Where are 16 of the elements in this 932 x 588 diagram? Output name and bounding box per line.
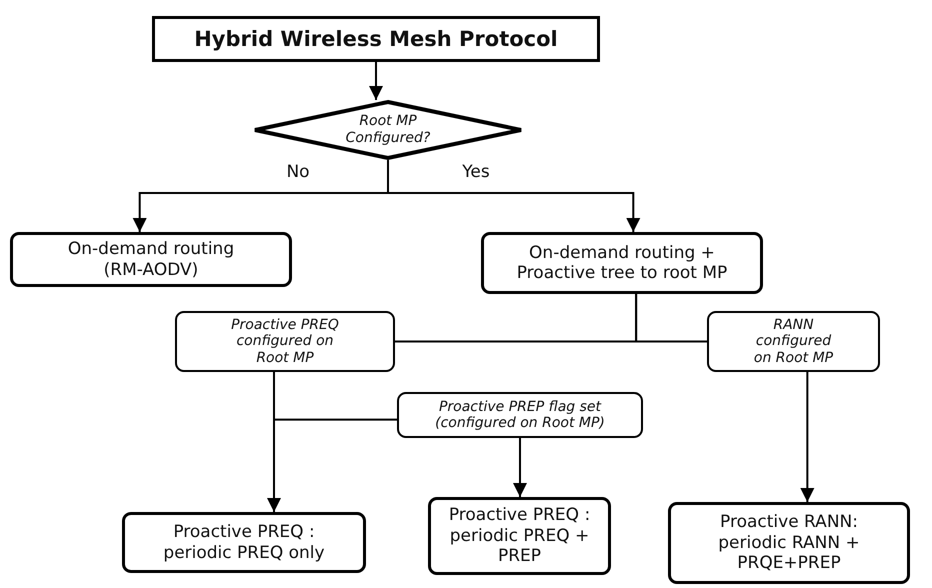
process-box: On-demand routing (RM-AODV) bbox=[10, 232, 292, 287]
decision-diamond: Root MP Configured? bbox=[253, 100, 523, 160]
arrow bbox=[513, 438, 527, 497]
arrow bbox=[800, 372, 814, 502]
arrow bbox=[369, 62, 383, 100]
condition-box: RANN configured on Root MP bbox=[707, 311, 880, 372]
connector-line bbox=[635, 294, 707, 342]
process-box: Proactive PREQ : periodic PREQ only bbox=[122, 512, 366, 573]
arrow bbox=[387, 160, 640, 232]
condition-box: Proactive PREQ configured on Root MP bbox=[175, 311, 395, 372]
process-box: Proactive PREQ : periodic PREQ + PREP bbox=[428, 497, 611, 575]
process-box: Proactive RANN: periodic RANN + PRQE+PREP bbox=[668, 502, 910, 584]
title-box: Hybrid Wireless Mesh Protocol bbox=[152, 16, 600, 62]
connector-line bbox=[273, 372, 397, 421]
process-box: On-demand routing + Proactive tree to root MP bbox=[481, 232, 763, 294]
condition-box: Proactive PREP flag set (configured on Root MP) bbox=[397, 392, 643, 438]
